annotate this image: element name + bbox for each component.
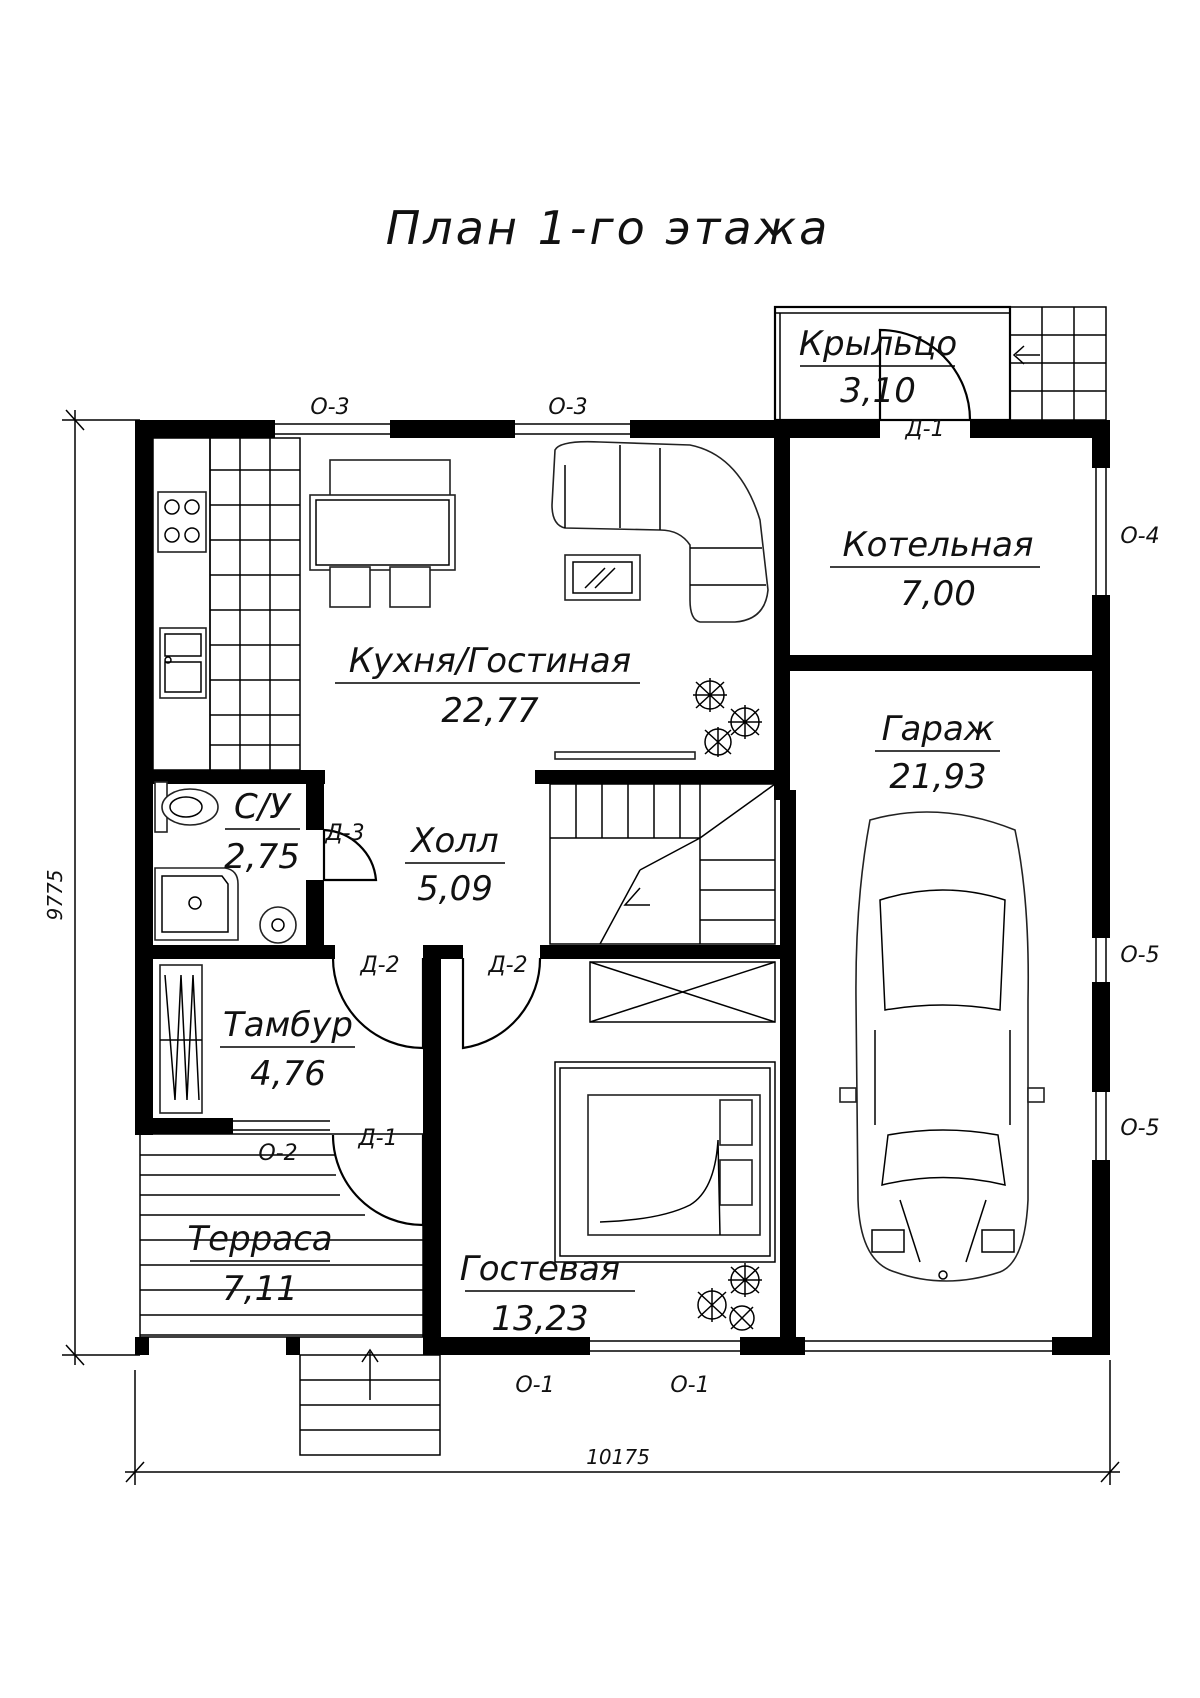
dimension-height: 9775 <box>43 870 67 921</box>
room-label-terrace: Терраса 7,11 <box>187 1219 332 1309</box>
svg-text:13,23: 13,23 <box>491 1299 588 1339</box>
room-label-guest: Гостевая 13,23 <box>460 1249 635 1339</box>
room-label-porch: Крыльцо 3,10 <box>799 324 957 411</box>
door-label: Д-2 <box>359 953 399 978</box>
room-label-boiler: Котельная 7,00 <box>830 525 1040 614</box>
svg-text:22,77: 22,77 <box>441 691 539 731</box>
window-label: О-4 <box>1120 524 1159 549</box>
room-label-vestibule: Тамбур 4,76 <box>220 1005 355 1094</box>
window-label: О-1 <box>515 1373 554 1398</box>
window-label: О-5 <box>1120 943 1159 968</box>
svg-text:5,09: 5,09 <box>417 869 493 909</box>
window-label: О-3 <box>310 395 349 420</box>
svg-text:Терраса: Терраса <box>187 1219 332 1259</box>
wardrobe-icon <box>589 961 776 1023</box>
window-label: О-1 <box>670 1373 709 1398</box>
tv-stand-icon <box>554 751 696 760</box>
svg-text:2,75: 2,75 <box>224 837 300 877</box>
svg-text:21,93: 21,93 <box>889 757 986 797</box>
svg-text:3,10: 3,10 <box>840 371 916 411</box>
bed-icon <box>554 1061 776 1263</box>
terrace-steps <box>299 1348 441 1456</box>
svg-text:Кухня/Гостиная: Кухня/Гостиная <box>349 641 631 681</box>
room-label-bathroom: С/У 2,75 <box>224 787 300 877</box>
door-label: Д-1 <box>904 417 944 442</box>
kitchen-sink-icon <box>159 627 207 699</box>
svg-text:Крыльцо: Крыльцо <box>799 324 957 364</box>
window-label: О-2 <box>258 1141 297 1166</box>
terrace-decking <box>139 1133 424 1338</box>
coffee-table-icon <box>564 554 641 601</box>
svg-text:Тамбур: Тамбур <box>223 1005 353 1045</box>
window-label: О-5 <box>1120 1116 1159 1141</box>
svg-text:Гараж: Гараж <box>882 709 995 749</box>
svg-text:Гостевая: Гостевая <box>460 1249 621 1289</box>
svg-text:4,76: 4,76 <box>250 1054 326 1094</box>
svg-text:7,00: 7,00 <box>900 574 976 614</box>
door-label: Д-1 <box>357 1126 397 1151</box>
walls <box>135 420 1110 1355</box>
plant-icon <box>697 1263 762 1331</box>
window-label: О-3 <box>548 395 587 420</box>
stove-icon <box>157 491 207 553</box>
dimension-width: 10175 <box>586 1445 650 1469</box>
car-icon <box>839 811 1045 1282</box>
kitchen-tiles <box>152 437 301 771</box>
room-label-hall: Холл 5,09 <box>405 821 505 909</box>
sofa-icon <box>551 440 769 623</box>
washbasin-icon <box>259 906 297 944</box>
room-label-kitchen-living: Кухня/Гостиная 22,77 <box>335 641 640 731</box>
windows <box>233 423 1107 1352</box>
plan-title: План 1-го этажа <box>386 201 831 255</box>
shower-icon <box>154 867 239 941</box>
door-label: Д-2 <box>487 953 527 978</box>
svg-text:Холл: Холл <box>409 821 499 861</box>
plant-icon <box>693 678 762 757</box>
staircase <box>549 783 776 945</box>
dining-table-icon <box>309 459 456 608</box>
svg-text:Котельная: Котельная <box>843 525 1034 565</box>
door-label: Д-3 <box>324 821 364 846</box>
svg-text:С/У: С/У <box>234 787 292 827</box>
room-label-garage: Гараж 21,93 <box>875 709 1000 797</box>
svg-text:7,11: 7,11 <box>222 1269 298 1309</box>
dimension-lines <box>62 409 1120 1485</box>
toilet-icon <box>154 781 219 833</box>
wardrobe-icon <box>159 964 203 1114</box>
porch <box>773 305 1107 422</box>
